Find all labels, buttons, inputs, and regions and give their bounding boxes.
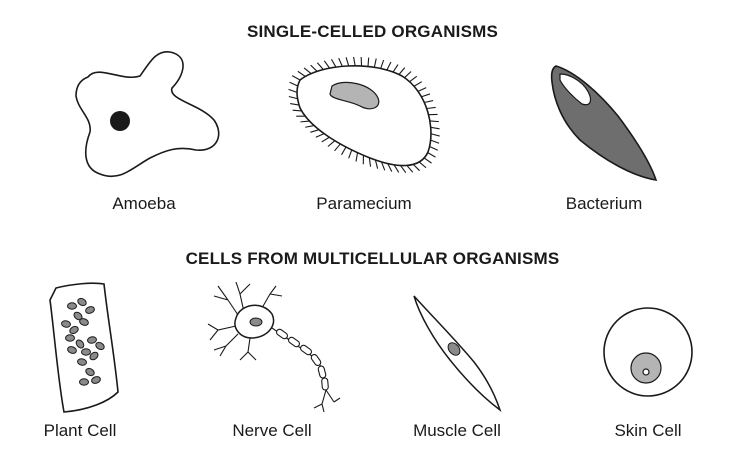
label-bacterium: Bacterium — [565, 194, 643, 213]
label-nerve-cell: Nerve Cell — [232, 421, 312, 440]
label-paramecium: Paramecium — [316, 194, 412, 213]
section-title-multicellular: CELLS FROM MULTICELLULAR ORGANISMS — [185, 249, 560, 268]
label-amoeba: Amoeba — [112, 194, 176, 213]
label-muscle-cell: Muscle Cell — [413, 421, 501, 440]
label-skin-cell: Skin Cell — [614, 421, 682, 440]
section-title-single-celled: SINGLE-CELLED ORGANISMS — [246, 22, 499, 41]
label-plant-cell: Plant Cell — [43, 421, 117, 440]
